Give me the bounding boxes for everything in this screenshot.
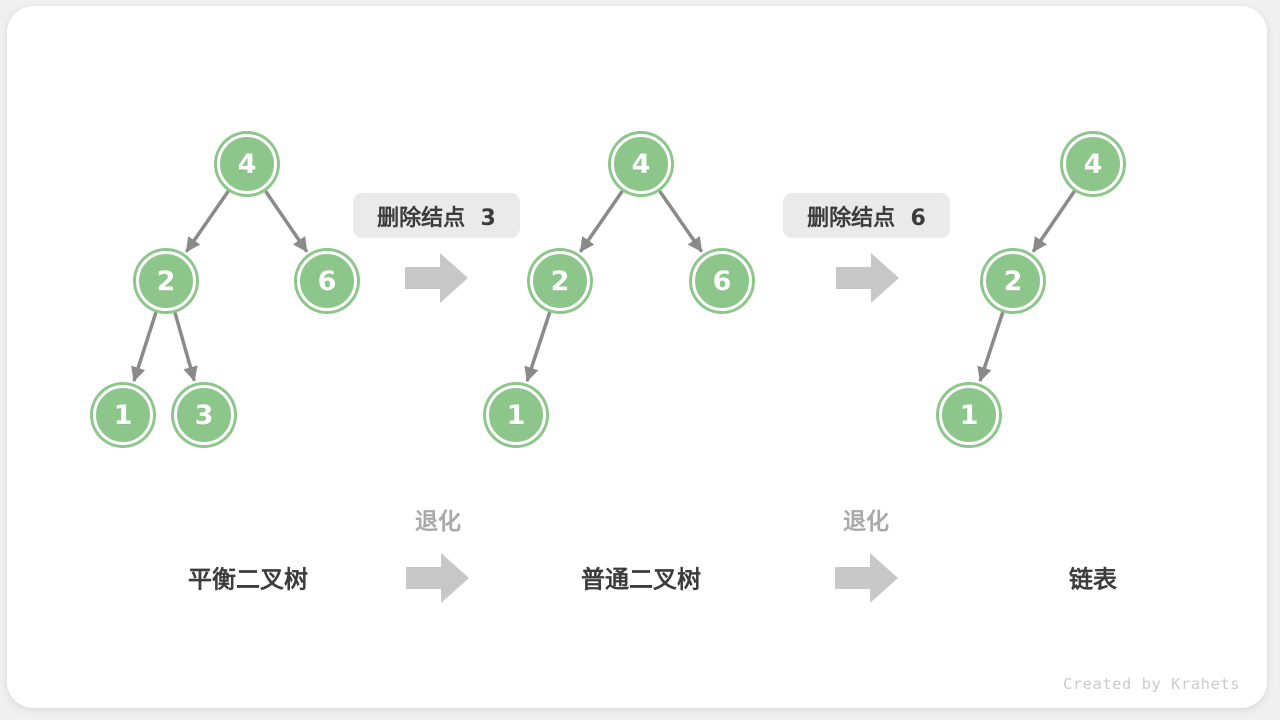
- node-value: 6: [712, 265, 732, 297]
- node-value: 4: [1083, 148, 1103, 180]
- degrade-label-1: 退化: [415, 509, 461, 535]
- tree2-node-2: 2: [530, 251, 590, 311]
- node-value: 1: [113, 399, 133, 431]
- tree1-node-6: 6: [297, 251, 357, 311]
- delete-node-3-label: 删除结点 3: [353, 193, 520, 238]
- node-value: 6: [317, 265, 337, 297]
- tree3-node-4: 4: [1063, 134, 1123, 194]
- credit-text: Created by Krahets: [1063, 675, 1240, 693]
- node-value: 4: [237, 148, 257, 180]
- tree3-node-2: 2: [983, 251, 1043, 311]
- node-value: 2: [1003, 265, 1023, 297]
- node-value: 3: [194, 399, 214, 431]
- tree2-node-1: 1: [486, 385, 546, 445]
- tree1-node-4: 4: [217, 134, 277, 194]
- tree2-node-4: 4: [611, 134, 671, 194]
- tree1-node-3: 3: [174, 385, 234, 445]
- tree3-node-1: 1: [939, 385, 999, 445]
- diagram-card: [7, 6, 1267, 708]
- degrade-label-2: 退化: [843, 509, 889, 535]
- stage-title-linked-list: 链表: [1069, 565, 1117, 594]
- node-value: 2: [156, 265, 176, 297]
- tree1-node-1: 1: [93, 385, 153, 445]
- node-value: 1: [506, 399, 526, 431]
- tree2-node-6: 6: [692, 251, 752, 311]
- stage-title-ordinary-tree: 普通二叉树: [581, 565, 701, 594]
- tree1-node-2: 2: [136, 251, 196, 311]
- delete-node-6-label: 删除结点 6: [783, 193, 950, 238]
- node-value: 4: [631, 148, 651, 180]
- stage-title-balanced-tree: 平衡二叉树: [188, 565, 308, 594]
- node-value: 2: [550, 265, 570, 297]
- node-value: 1: [959, 399, 979, 431]
